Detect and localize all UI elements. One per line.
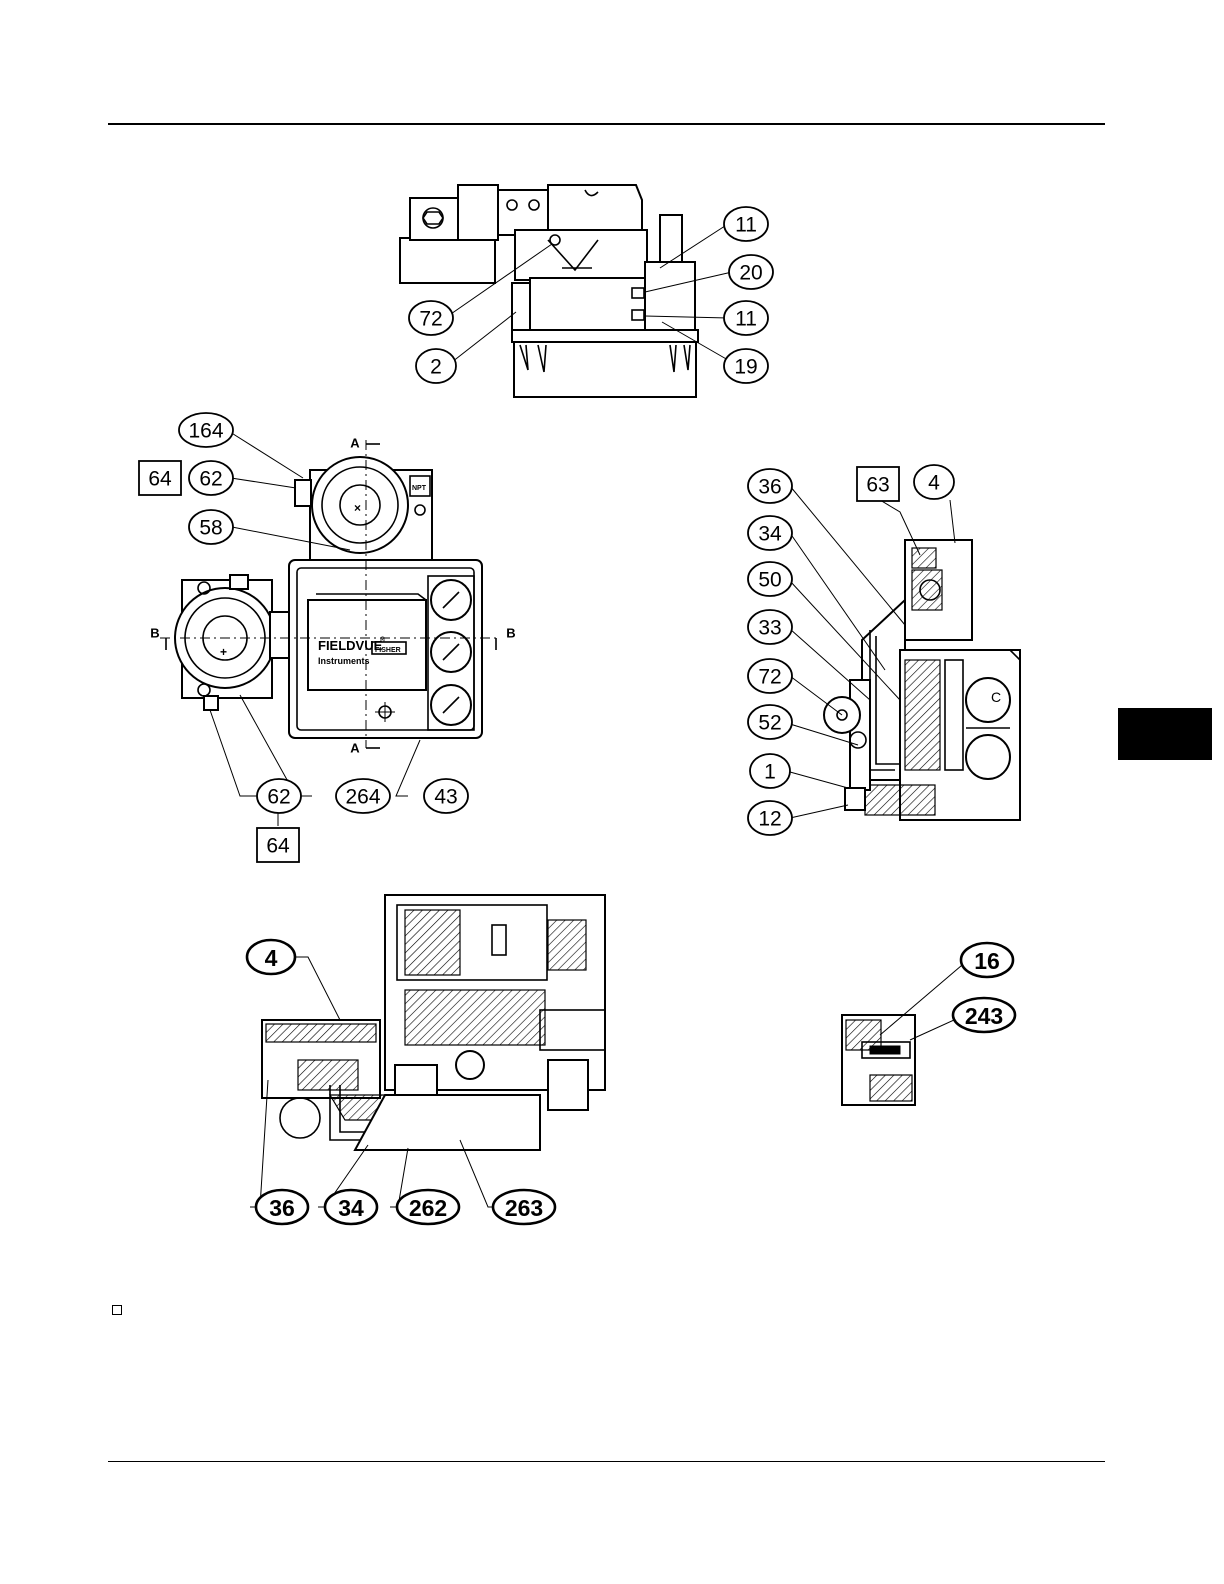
section-bb-view xyxy=(250,895,605,1207)
callout-33: 33 xyxy=(748,610,792,644)
callout-36: 36 xyxy=(748,469,792,503)
callout-58: 58 xyxy=(189,510,233,544)
callout-text: 36 xyxy=(758,476,781,499)
terminal-npt-mark: NPT xyxy=(412,485,427,492)
callout-243: 243 xyxy=(953,998,1015,1032)
callout-64: 64 xyxy=(139,461,181,495)
callout-11: 11 xyxy=(724,207,768,241)
callout-19: 19 xyxy=(724,349,768,383)
callout-62: 62 xyxy=(257,779,301,813)
callout-text: 63 xyxy=(866,474,889,497)
callout-text: 19 xyxy=(734,356,757,379)
section-a-top: A xyxy=(350,436,360,451)
callout-34: 34 xyxy=(748,516,792,550)
callout-text: 50 xyxy=(758,569,781,592)
callout-text: 43 xyxy=(434,786,457,809)
callout-264: 264 xyxy=(336,779,390,813)
callout-text: 33 xyxy=(758,617,781,640)
nameplate-brand: FIELDVUE xyxy=(318,638,383,653)
section-aa-view: C xyxy=(790,486,1020,820)
callout-262: 262 xyxy=(397,1190,459,1224)
callout-43: 43 xyxy=(424,779,468,813)
callout-2: 2 xyxy=(416,349,456,383)
callout-62: 62 xyxy=(189,461,233,495)
callout-text: 64 xyxy=(266,835,290,858)
callout-text: 4 xyxy=(928,472,940,495)
callout-text: 11 xyxy=(735,308,757,331)
callout-4: 4 xyxy=(247,940,295,974)
callout-text: 262 xyxy=(409,1195,447,1221)
section-c-mark: C xyxy=(991,689,1001,705)
callout-text: 164 xyxy=(188,420,223,443)
callout-text: 34 xyxy=(338,1195,364,1221)
nameplate-sub: Instruments xyxy=(318,656,370,666)
callout-text: 58 xyxy=(199,517,222,540)
callout-52: 52 xyxy=(748,705,792,739)
callout-16: 16 xyxy=(961,943,1013,977)
callout-text: 264 xyxy=(345,786,380,809)
callout-text: 20 xyxy=(739,262,762,285)
svg-text:×: × xyxy=(354,501,361,515)
section-b-left: B xyxy=(150,626,159,641)
callout-20: 20 xyxy=(729,255,773,289)
callout-text: 62 xyxy=(199,468,222,491)
callout-text: 243 xyxy=(965,1003,1003,1029)
callout-text: 36 xyxy=(269,1195,295,1221)
callout-text: 52 xyxy=(758,712,781,735)
callout-50: 50 xyxy=(748,562,792,596)
callout-72: 72 xyxy=(748,659,792,693)
callout-text: 72 xyxy=(419,308,442,331)
section-b-right: B xyxy=(506,626,515,641)
callout-text: 16 xyxy=(974,948,1000,974)
callout-text: 34 xyxy=(758,523,782,546)
callout-72: 72 xyxy=(409,301,453,335)
callout-4: 4 xyxy=(914,465,954,499)
callout-164: 164 xyxy=(179,413,233,447)
callout-text: 4 xyxy=(265,945,278,971)
callout-11: 11 xyxy=(724,301,768,335)
callout-text: 12 xyxy=(758,808,781,831)
section-a-bottom: A xyxy=(350,741,360,756)
svg-text:+: + xyxy=(220,645,227,659)
callout-text: 11 xyxy=(735,214,757,237)
detail-view xyxy=(842,960,968,1105)
callout-263: 263 xyxy=(493,1190,555,1224)
callout-text: 62 xyxy=(267,786,290,809)
callout-text: 64 xyxy=(148,468,172,491)
nameplate-badge: FISHER xyxy=(375,647,401,654)
callout-text: 1 xyxy=(764,761,776,784)
callout-64: 64 xyxy=(257,828,299,862)
callout-1: 1 xyxy=(750,754,790,788)
callout-text: 72 xyxy=(758,666,781,689)
callout-12: 12 xyxy=(748,801,792,835)
callout-36: 36 xyxy=(256,1190,308,1224)
callout-63: 63 xyxy=(857,467,899,501)
callout-text: 263 xyxy=(505,1195,543,1221)
callout-34: 34 xyxy=(325,1190,377,1224)
callout-text: 2 xyxy=(430,356,442,379)
